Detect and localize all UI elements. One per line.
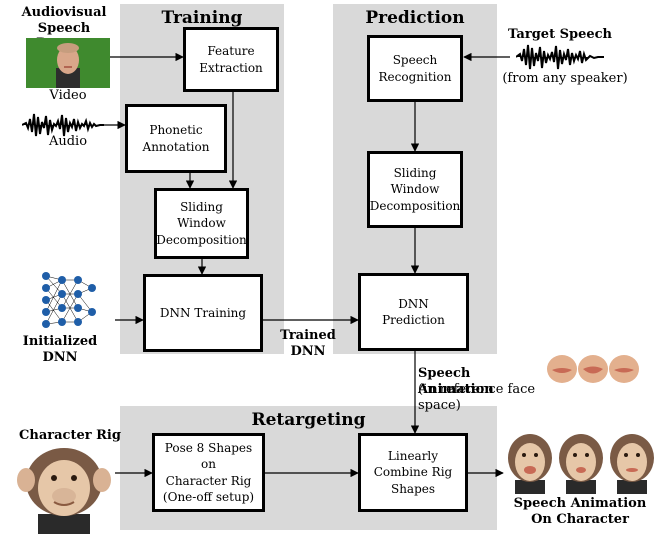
neural-network-icon: [42, 272, 96, 328]
training-title: Training: [161, 8, 243, 28]
target-speech-note: (from any speaker): [502, 71, 628, 86]
speech-animation-character-label: Speech Animation On Character: [513, 496, 647, 527]
audio-label: Audio: [48, 134, 88, 149]
speech-animation-character-image: [508, 434, 654, 494]
linear-combine-box: Linearly Combine Rig Shapes: [358, 433, 468, 512]
speech-animation-label: Speech Animation: [418, 366, 494, 397]
target-speech-label: Target Speech: [508, 27, 612, 42]
character-rig-image: [17, 448, 111, 534]
retargeting-title: Retargeting: [251, 410, 366, 430]
sliding-window-prediction-box: Sliding Window Decomposition: [367, 151, 463, 228]
trained-dnn-label: Trained DNN: [280, 328, 336, 359]
audio-waveform-icon: [22, 113, 104, 137]
target-speech-waveform-icon: [516, 44, 604, 70]
dnn-training-box: DNN Training: [143, 274, 263, 352]
feature-extraction-box: Feature Extraction: [183, 27, 279, 92]
character-rig-label: Character Rig: [19, 428, 121, 443]
phonetic-annotation-box: Phonetic Annotation: [125, 104, 227, 173]
sliding-window-training-box: Sliding Window Decomposition: [154, 188, 249, 259]
reference-mouths-image: [547, 355, 639, 383]
initialized-dnn-label: Initialized DNN: [22, 334, 98, 365]
dnn-prediction-box: DNN Prediction: [358, 273, 469, 351]
speech-animation-note: (in reference face space): [418, 382, 536, 413]
speech-recognition-box: Speech Recognition: [367, 35, 463, 102]
video-label: Video: [49, 88, 87, 103]
video-thumbnail: [26, 38, 110, 88]
prediction-title: Prediction: [365, 8, 465, 28]
pose-shapes-box: Pose 8 Shapes on Character Rig (One-off …: [152, 433, 265, 512]
